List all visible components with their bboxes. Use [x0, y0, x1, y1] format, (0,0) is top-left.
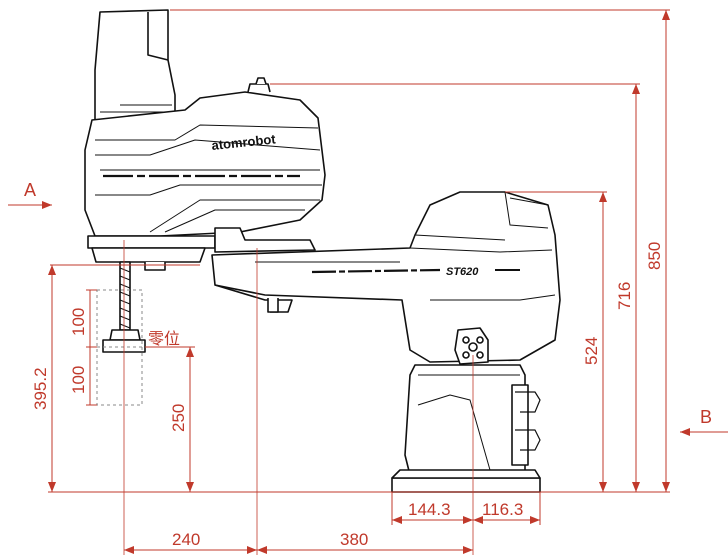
view-a-label: A [24, 180, 36, 200]
dimension-lines [8, 9, 728, 551]
centerlines [123, 240, 474, 555]
model-label: ST620 [446, 266, 479, 278]
base [391, 477, 541, 493]
dim-arm1-length: 240 [172, 530, 200, 549]
dim-total-height: 850 [645, 242, 664, 270]
brand-label: atomrobot [211, 131, 277, 153]
dim-stroke-upper: 100 [69, 308, 88, 336]
motor-tower [94, 9, 176, 121]
zero-position-label: 零位 [148, 329, 180, 348]
dim-base-right: 116.3 [482, 500, 523, 519]
stroke-envelope [96, 289, 143, 406]
dim-second-arm-height: 716 [615, 282, 634, 310]
arrowheads [42, 10, 690, 554]
column [404, 364, 526, 476]
dim-base-left: 144.3 [408, 500, 451, 519]
dim-stroke-top: 395.2 [31, 367, 50, 410]
dim-joint-height: 524 [582, 337, 601, 365]
dim-stroke-lower: 100 [69, 366, 88, 394]
dim-arm2-length: 380 [340, 530, 368, 549]
second-arm [211, 191, 561, 363]
view-b-label: B [700, 407, 712, 427]
robot-outline [84, 9, 561, 493]
dim-zero-height: 250 [169, 404, 188, 432]
